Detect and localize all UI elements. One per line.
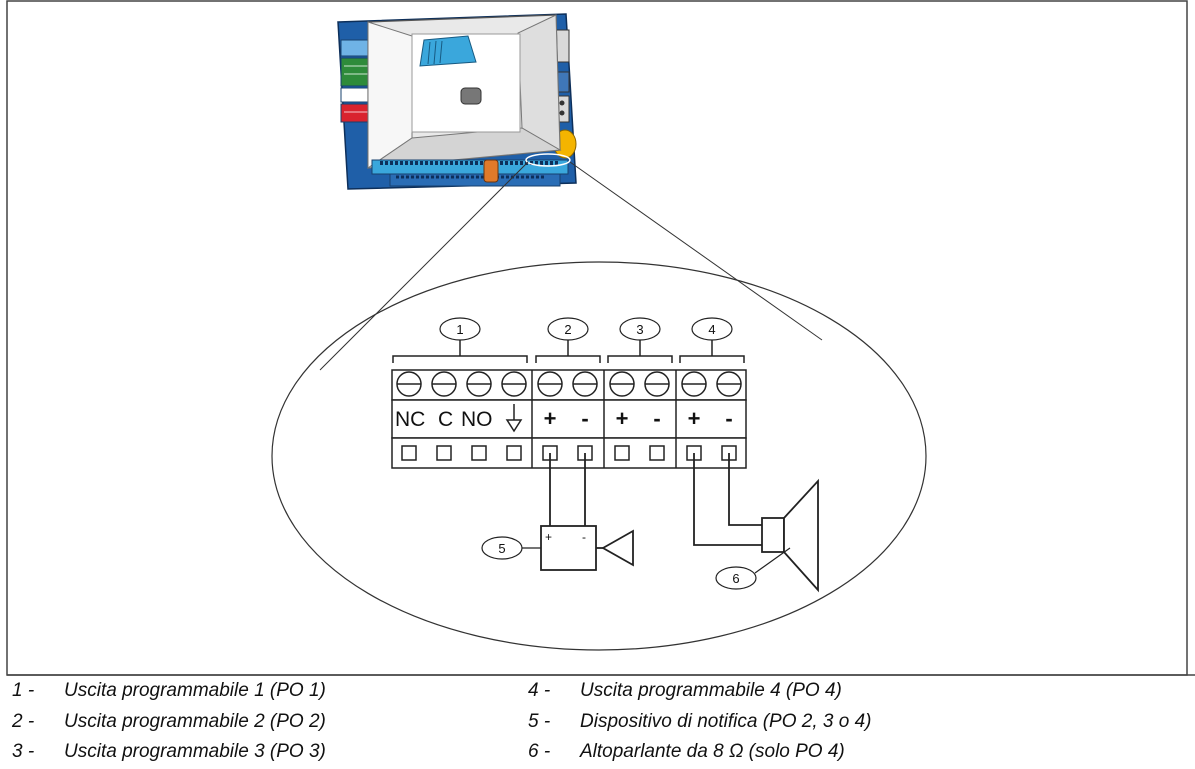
terminal-label-po3-minus: -: [653, 406, 660, 431]
terminal-label-po3-plus: +: [616, 406, 629, 431]
legend-item: 6 - Altoparlante da 8 Ω (solo PO 4): [528, 741, 845, 763]
screw-terminals: [396, 371, 742, 397]
legend-item: 4 - Uscita programmabile 4 (PO 4): [528, 680, 842, 702]
notification-device: [522, 453, 634, 571]
callout-bubble-3: [619, 317, 661, 341]
legend-item: 2 - Uscita programmabile 2 (PO 2): [12, 711, 326, 733]
callout-bubble-4: [691, 317, 733, 341]
legend-text: Uscita programmabile 4 (PO 4): [580, 680, 842, 701]
legend-number: 2 -: [12, 711, 35, 732]
terminal-label-c: C: [438, 408, 453, 431]
legend: 1 - Uscita programmabile 1 (PO 1) 2 - Usci…: [0, 675, 1195, 769]
terminal-label-po4-minus: -: [725, 406, 732, 431]
terminal-label-po4-plus: +: [688, 406, 701, 431]
terminal-label-po2-plus: +: [544, 406, 557, 431]
callout-number-2: 2: [564, 322, 571, 337]
callout-number-3: 3: [636, 322, 643, 337]
callout-bubble-1: [439, 317, 481, 341]
zoom-guide-line: [319, 161, 529, 371]
control-panel-illustration: [337, 13, 577, 190]
callout-number-5: 5: [498, 541, 505, 556]
terminal-block: [391, 340, 747, 469]
callout-bubble-6: [715, 566, 757, 590]
legend-item: 1 - Uscita programmabile 1 (PO 1): [12, 680, 326, 702]
legend-number: 5 -: [528, 711, 551, 732]
legend-text: Altoparlante da 8 Ω (solo PO 4): [580, 741, 845, 762]
legend-text: Uscita programmabile 1 (PO 1): [64, 680, 326, 701]
callout-number-1: 1: [456, 322, 463, 337]
zoom-ellipse: [271, 261, 927, 651]
diagram-frame: [6, 0, 1188, 676]
callout-number-4: 4: [708, 322, 715, 337]
legend-item: 5 - Dispositivo di notifica (PO 2, 3 o 4): [528, 711, 871, 733]
callout-bubble-2: [547, 317, 589, 341]
legend-text: Dispositivo di notifica (PO 2, 3 o 4): [580, 711, 872, 732]
legend-number: 3 -: [12, 741, 35, 762]
terminal-label-no: NO: [461, 408, 493, 431]
legend-number: 4 -: [528, 680, 551, 701]
device-minus-label: -: [582, 530, 586, 544]
callout-bubble-5: [481, 536, 523, 560]
zoom-guide-line: [569, 161, 823, 341]
legend-text: Uscita programmabile 2 (PO 2): [64, 711, 326, 732]
terminal-label-po2-minus: -: [581, 406, 588, 431]
legend-number: 1 -: [12, 680, 35, 701]
legend-text: Uscita programmabile 3 (PO 3): [64, 741, 326, 762]
wire-sockets: [401, 445, 737, 461]
speaker: [693, 453, 819, 593]
ground-symbol: [505, 404, 523, 433]
legend-number: 6 -: [528, 741, 551, 762]
legend-item: 3 - Uscita programmabile 3 (PO 3): [12, 741, 326, 763]
device-plus-label: +: [545, 530, 552, 544]
terminal-label-nc: NC: [395, 408, 425, 431]
callout-number-6: 6: [732, 571, 739, 586]
